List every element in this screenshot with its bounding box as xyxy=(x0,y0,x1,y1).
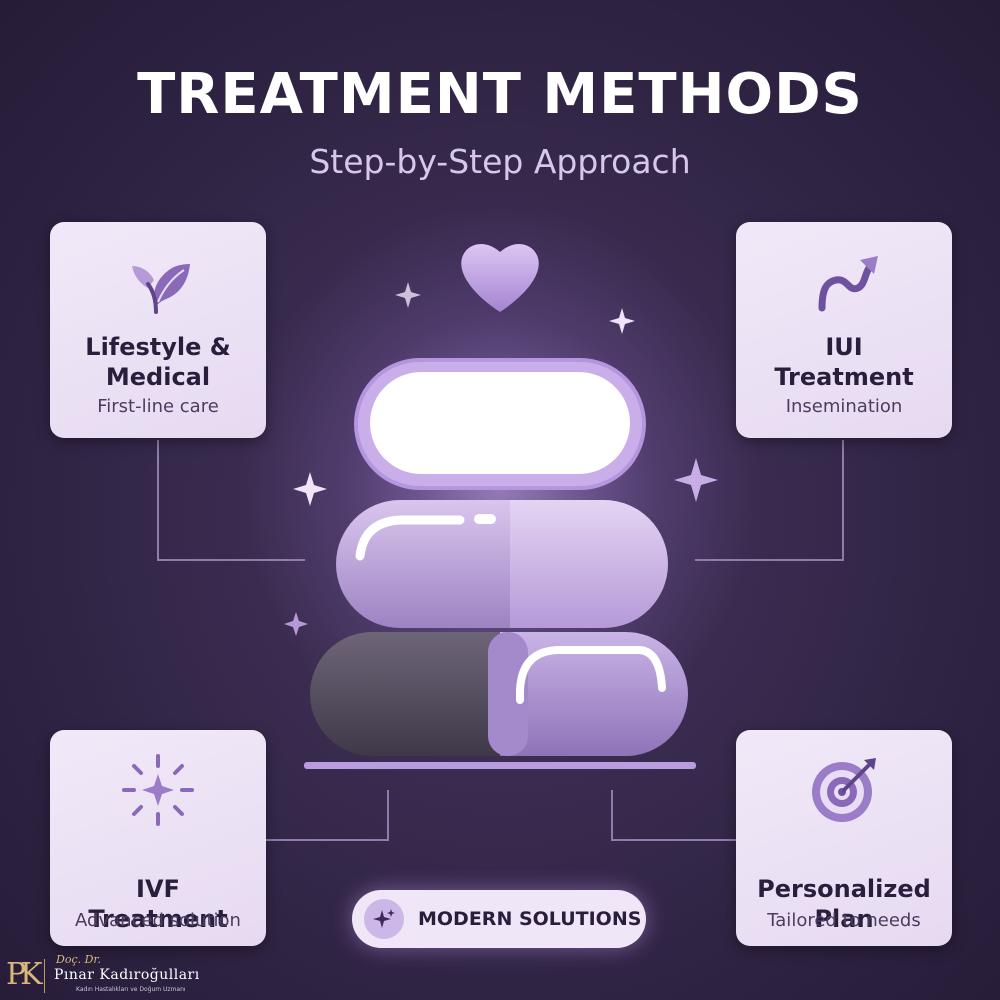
logo-name: Pınar Kadıroğulları xyxy=(54,967,200,983)
bottom-capsule-right-inner xyxy=(488,632,528,756)
card-iui-treatment: IUI Treatment Insemination xyxy=(736,222,952,438)
sparkle-icon xyxy=(293,472,327,506)
bottom-capsule-highlight xyxy=(516,646,666,704)
bottom-capsule-left xyxy=(310,632,500,756)
bottom-capsule-right xyxy=(500,632,688,756)
page-title: TREATMENT METHODS xyxy=(137,62,863,127)
sparkles-icon xyxy=(364,899,404,939)
card-label: IVF Treatment xyxy=(88,875,228,933)
heart-icon xyxy=(461,244,539,312)
card-lifestyle-medical: Lifestyle & Medical First-line care xyxy=(50,222,266,438)
base-line xyxy=(304,762,696,769)
card-sublabel: First-line care xyxy=(97,396,219,417)
sparkle-icon xyxy=(395,282,421,308)
modern-solutions-badge: MODERN SOLUTIONS xyxy=(352,890,646,948)
badge-label: MODERN SOLUTIONS xyxy=(418,908,642,930)
sparkle-icon xyxy=(674,458,718,502)
logo-tagline: Kadın Hastalıkları ve Doğum Uzmanı xyxy=(76,986,186,993)
top-pill-core xyxy=(370,372,630,474)
trending-arrow-icon xyxy=(736,242,952,322)
logo-monogram: PK xyxy=(6,957,43,992)
connector-personal xyxy=(611,790,736,841)
middle-capsule-left xyxy=(336,500,510,628)
card-sublabel: Tailored to needs xyxy=(767,910,921,931)
page-subtitle: Step-by-Step Approach xyxy=(309,142,691,181)
card-sublabel: Insemination xyxy=(785,396,903,417)
card-label: Personalized Plan xyxy=(757,875,931,933)
middle-capsule-highlight xyxy=(355,515,465,561)
sparkle-icon xyxy=(609,308,635,334)
logo-divider xyxy=(44,959,45,993)
sparkle-burst-icon xyxy=(50,750,266,830)
sparkle-icon xyxy=(284,612,308,636)
card-label: Lifestyle & Medical xyxy=(85,333,231,391)
card-label: IUI Treatment xyxy=(774,333,914,391)
card-ivf-treatment: IVF Treatment Advanced solution xyxy=(50,730,266,946)
logo-title: Doç. Dr. xyxy=(56,953,101,966)
card-sublabel: Advanced solution xyxy=(75,910,241,931)
target-icon xyxy=(736,750,952,830)
connector-ivf xyxy=(266,790,389,841)
middle-capsule-right xyxy=(510,500,668,628)
card-personalized-plan: Personalized Plan Tailored to needs xyxy=(736,730,952,946)
middle-capsule-highlight-dot xyxy=(474,514,496,524)
doctor-logo: PK Doç. Dr. Pınar Kadıroğulları Kadın Ha… xyxy=(6,953,236,997)
leaf-icon xyxy=(50,242,266,322)
